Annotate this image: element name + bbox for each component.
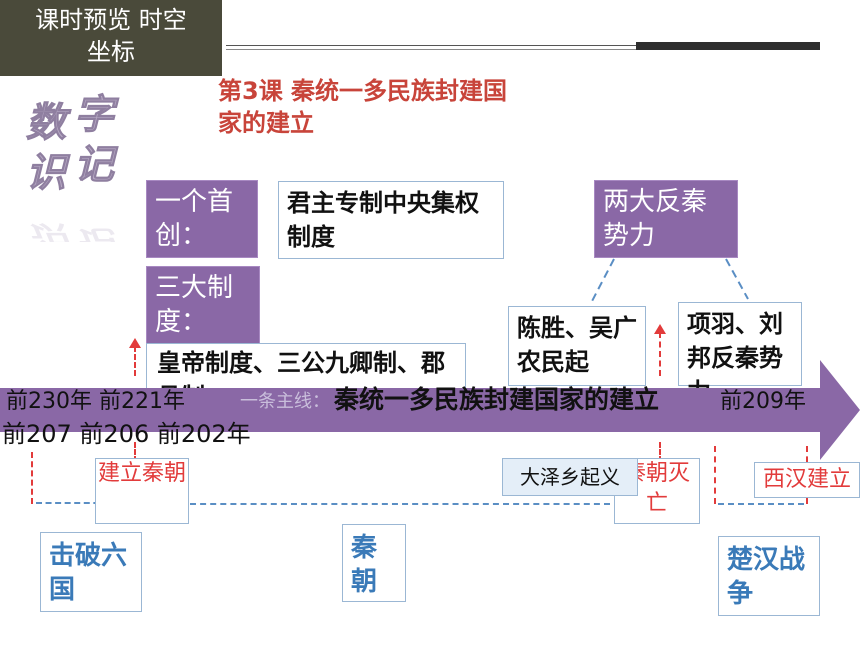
mainline-text: 秦统一多民族封建国家的建立 bbox=[334, 385, 660, 414]
svg-text:记: 记 bbox=[74, 141, 119, 188]
section-title-line1: 课时预览 时空 bbox=[35, 6, 187, 34]
span-conquer bbox=[36, 502, 128, 504]
marker-line-221 bbox=[134, 442, 136, 462]
marker-line-209-up bbox=[659, 332, 661, 376]
years-top: 前230年 前221年 bbox=[6, 389, 185, 414]
section-header: 课时预览 时空 坐标 bbox=[0, 0, 222, 76]
first-innovation-value: 君主专制中央集权制度 bbox=[278, 181, 504, 259]
marker-line-206 bbox=[714, 446, 716, 504]
rebel-chen-wu: 陈胜、吴广农民起 bbox=[508, 306, 646, 386]
logo-icon: 数 字 识 记 识 记 bbox=[26, 92, 120, 242]
marker-line-221-up bbox=[134, 346, 136, 376]
span-qin bbox=[190, 503, 610, 505]
svg-text:数: 数 bbox=[26, 99, 72, 146]
first-innovation-label: 一个首创： bbox=[146, 180, 258, 258]
svg-text:字: 字 bbox=[74, 92, 119, 138]
event-western-han: 西汉建立 bbox=[754, 462, 860, 498]
mainline-label: 一条主线： bbox=[240, 391, 330, 412]
header-rule-thick bbox=[636, 42, 820, 50]
three-systems-label: 三大制度： bbox=[146, 266, 260, 344]
years-bottom: 前207 前206 前202年 bbox=[2, 420, 251, 448]
rebel-forces-label: 两大反秦势力 bbox=[594, 180, 738, 258]
up-arrow-2 bbox=[654, 324, 666, 334]
lesson-title: 第3课 秦统一多民族封建国 家的建立 bbox=[218, 75, 578, 139]
up-arrow-1 bbox=[129, 338, 141, 348]
marker-line-230 bbox=[31, 452, 33, 504]
svg-text:记: 记 bbox=[74, 225, 119, 242]
lesson-title-line1: 第3课 秦统一多民族封建国 bbox=[218, 77, 508, 105]
rebel-connectors bbox=[589, 258, 749, 306]
event-daze: 大泽乡起义 bbox=[502, 458, 638, 496]
period-chu-han: 楚汉战争 bbox=[718, 536, 820, 616]
header-rule-2 bbox=[226, 49, 636, 50]
year-209: 前209年 bbox=[720, 389, 806, 414]
timeline-arrow bbox=[0, 360, 860, 460]
span-chu-han bbox=[718, 503, 804, 505]
rebel-xiang-liu: 项羽、刘邦反秦势力 bbox=[678, 302, 802, 406]
lesson-title-line2: 家的建立 bbox=[218, 109, 314, 137]
section-title-line2: 坐标 bbox=[87, 38, 135, 66]
svg-text:识: 识 bbox=[26, 220, 71, 242]
period-conquer: 击破六国 bbox=[40, 532, 142, 612]
marker-line-207 bbox=[659, 442, 661, 462]
period-qin: 秦朝 bbox=[342, 524, 406, 602]
event-establish-qin: 建立秦朝 bbox=[95, 458, 189, 524]
svg-text:识: 识 bbox=[26, 149, 71, 196]
header-rule bbox=[226, 45, 636, 46]
